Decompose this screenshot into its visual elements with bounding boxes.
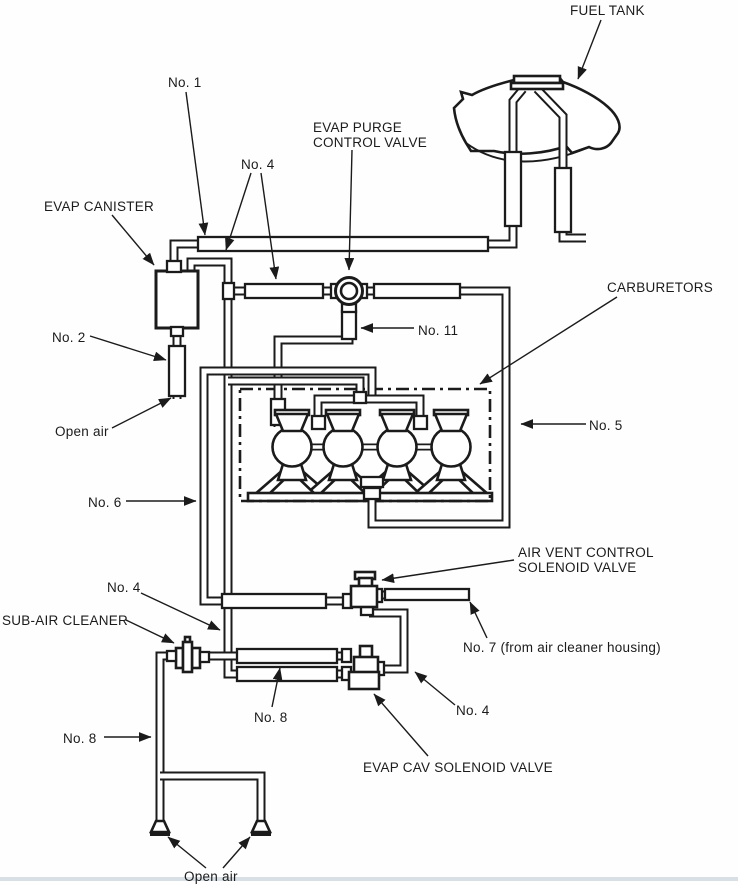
no4-bottom-label: No. 4 — [456, 703, 490, 718]
no11-label: No. 11 — [418, 323, 458, 338]
no5-label: No. 5 — [589, 418, 623, 433]
open-air-left-label: Open air — [55, 424, 109, 439]
leader-purge-valve — [344, 149, 355, 271]
open-air-bottom-label: Open air — [184, 869, 238, 884]
leader-open-air-left — [111, 397, 172, 429]
no8-mid-label: No. 8 — [254, 710, 288, 725]
hose-no8-to-open-air — [155, 651, 266, 822]
evap-purge-label-line2: CONTROL VALVE — [313, 135, 427, 150]
page-edge-line — [0, 877, 738, 881]
carburetors-label: CARBURETORS — [607, 280, 713, 295]
no7-hose-sleeve — [383, 587, 471, 602]
leader-no2 — [89, 335, 167, 362]
leader-no1 — [185, 91, 209, 236]
open-air-vent-right-bottom — [249, 819, 273, 836]
sub-air-cleaner-label: SUB-AIR CLEANER — [2, 613, 128, 628]
evap-canister-label: EVAP CANISTER — [44, 199, 154, 214]
intake-manifold — [246, 460, 494, 503]
evap-cav-label: EVAP CAV SOLENOID VALVE — [363, 760, 553, 775]
no4-top-label: No. 4 — [241, 157, 275, 172]
hose-collector-inner — [228, 376, 365, 392]
leader-no4-bottom — [414, 671, 456, 706]
leader-open-air-bottom-b — [222, 836, 251, 869]
evap-purge-control-valve — [329, 276, 369, 314]
hose-no4-canister-to-cav — [186, 257, 348, 679]
carburetor-1 — [271, 426, 313, 468]
no1-label: No. 1 — [168, 75, 202, 90]
leader-open-air-bottom-a — [167, 836, 207, 869]
leader-no4-top-b — [260, 172, 280, 280]
evap-purge-label-line1: EVAP PURGE — [313, 120, 402, 135]
no2-label: No. 2 — [52, 330, 86, 345]
hose-no1-tank-to-canister — [169, 86, 527, 272]
leader-lines — [89, 19, 618, 869]
sub-air-cleaner — [165, 635, 211, 674]
leader-no8-mid — [271, 667, 283, 708]
no6-label: No. 6 — [88, 495, 122, 510]
carburetor-horns — [273, 408, 470, 433]
evap-cav-solenoid-valve — [340, 644, 386, 691]
leader-no4-mid — [140, 592, 221, 631]
leader-no4-top-a — [225, 172, 252, 251]
fuel-tank-label: FUEL TANK — [570, 3, 645, 18]
air-vent-control-solenoid-valve — [341, 570, 384, 617]
no8-left-label: No. 8 — [63, 731, 97, 746]
carburetor-2 — [322, 426, 364, 468]
leader-canister — [111, 214, 155, 266]
air-vent-label-line2: SOLENOID VALVE — [518, 560, 637, 575]
leader-carburetors — [479, 296, 618, 385]
carburetor-3 — [376, 426, 418, 468]
air-vent-label-line1: AIR VENT CONTROL — [518, 545, 654, 560]
open-air-vent-left-bottom — [148, 819, 172, 836]
leader-air-vent-valve — [381, 559, 515, 584]
no7-label: No. 7 (from air cleaner housing) — [463, 640, 661, 655]
no4-mid-label: No. 4 — [107, 580, 141, 595]
carburetor-4 — [430, 426, 472, 468]
leader-sub-air-cleaner — [125, 619, 175, 644]
fuel-tank-fitting — [509, 74, 565, 91]
evap-canister — [154, 259, 200, 338]
leader-evap-cav — [373, 693, 429, 757]
carburetors-group — [271, 408, 472, 468]
hose-no4-airvent-to-cav — [369, 608, 409, 674]
leader-fuel-tank — [577, 19, 602, 80]
leader-no7 — [469, 601, 488, 639]
labels: FUEL TANK No. 1 No. 4 EVAP PURGE CONTROL… — [2, 3, 713, 884]
carburetor-box — [238, 387, 492, 503]
